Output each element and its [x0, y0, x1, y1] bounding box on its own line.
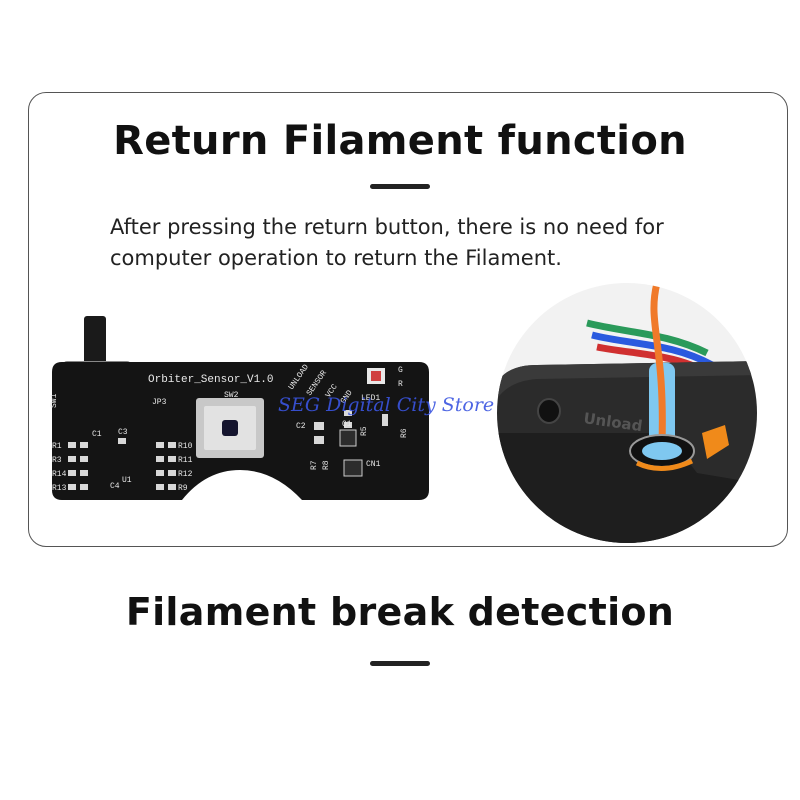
- section-description: After pressing the return button, there …: [110, 212, 730, 274]
- closeup-svg: Unload: [497, 283, 757, 543]
- tactile-button-icon: [84, 316, 106, 366]
- label-r3: R3: [52, 456, 62, 465]
- label-led1: LED1: [361, 394, 380, 403]
- label-sw2: SW2: [224, 391, 239, 400]
- wire-green-icon: [586, 319, 709, 357]
- label-r: R: [398, 380, 403, 389]
- label-c1: C1: [92, 430, 102, 439]
- unload-button-icon: [537, 398, 561, 424]
- label-g: G: [398, 366, 403, 375]
- label-c3: C3: [118, 428, 128, 437]
- label-cn1: CN1: [366, 460, 381, 469]
- pcb-image: Orbiter_Sensor_V1.0 SW1 JP3 SW2 UNLOAD S…: [44, 310, 434, 510]
- transistor-icon: [343, 459, 363, 477]
- label-r11: R11: [178, 456, 193, 465]
- section-title-return: Return Filament function: [113, 118, 687, 164]
- wire-blue-icon: [591, 331, 714, 369]
- label-r12: R12: [178, 470, 193, 479]
- pcb-svg: Orbiter_Sensor_V1.0 SW1 JP3 SW2 UNLOAD S…: [50, 316, 429, 500]
- label-r8: R8: [322, 460, 331, 470]
- label-r1: R1: [52, 442, 62, 451]
- label-r14: R14: [52, 470, 67, 479]
- closeup-image: Unload: [497, 283, 757, 543]
- label-sw1: SW1: [50, 393, 59, 408]
- smd-components: [68, 410, 388, 490]
- orange-clip-icon: [702, 425, 729, 459]
- label-c4: C4: [110, 482, 120, 491]
- label-r6: R6: [400, 428, 409, 438]
- label-r9: R9: [178, 484, 188, 493]
- label-r5: R5: [360, 426, 369, 436]
- label-jp3: JP3: [152, 398, 167, 407]
- label-c2: C2: [296, 422, 306, 431]
- label-r10: R10: [178, 442, 193, 451]
- store-watermark: SEG Digital City Store: [278, 394, 495, 416]
- label-q1: Q1: [342, 420, 352, 429]
- title-underline: [370, 184, 430, 189]
- filament-icon: [650, 283, 666, 444]
- section-title-break-detection: Filament break detection: [125, 590, 675, 634]
- description-line-1: After pressing the return button, there …: [110, 215, 664, 239]
- label-r13: R13: [52, 484, 67, 493]
- description-line-2: computer operation to return the Filamen…: [110, 246, 562, 270]
- title-underline-2: [370, 661, 430, 666]
- label-r7: R7: [310, 460, 319, 470]
- board-name: Orbiter_Sensor_V1.0: [148, 374, 273, 386]
- label-u1: U1: [122, 476, 132, 485]
